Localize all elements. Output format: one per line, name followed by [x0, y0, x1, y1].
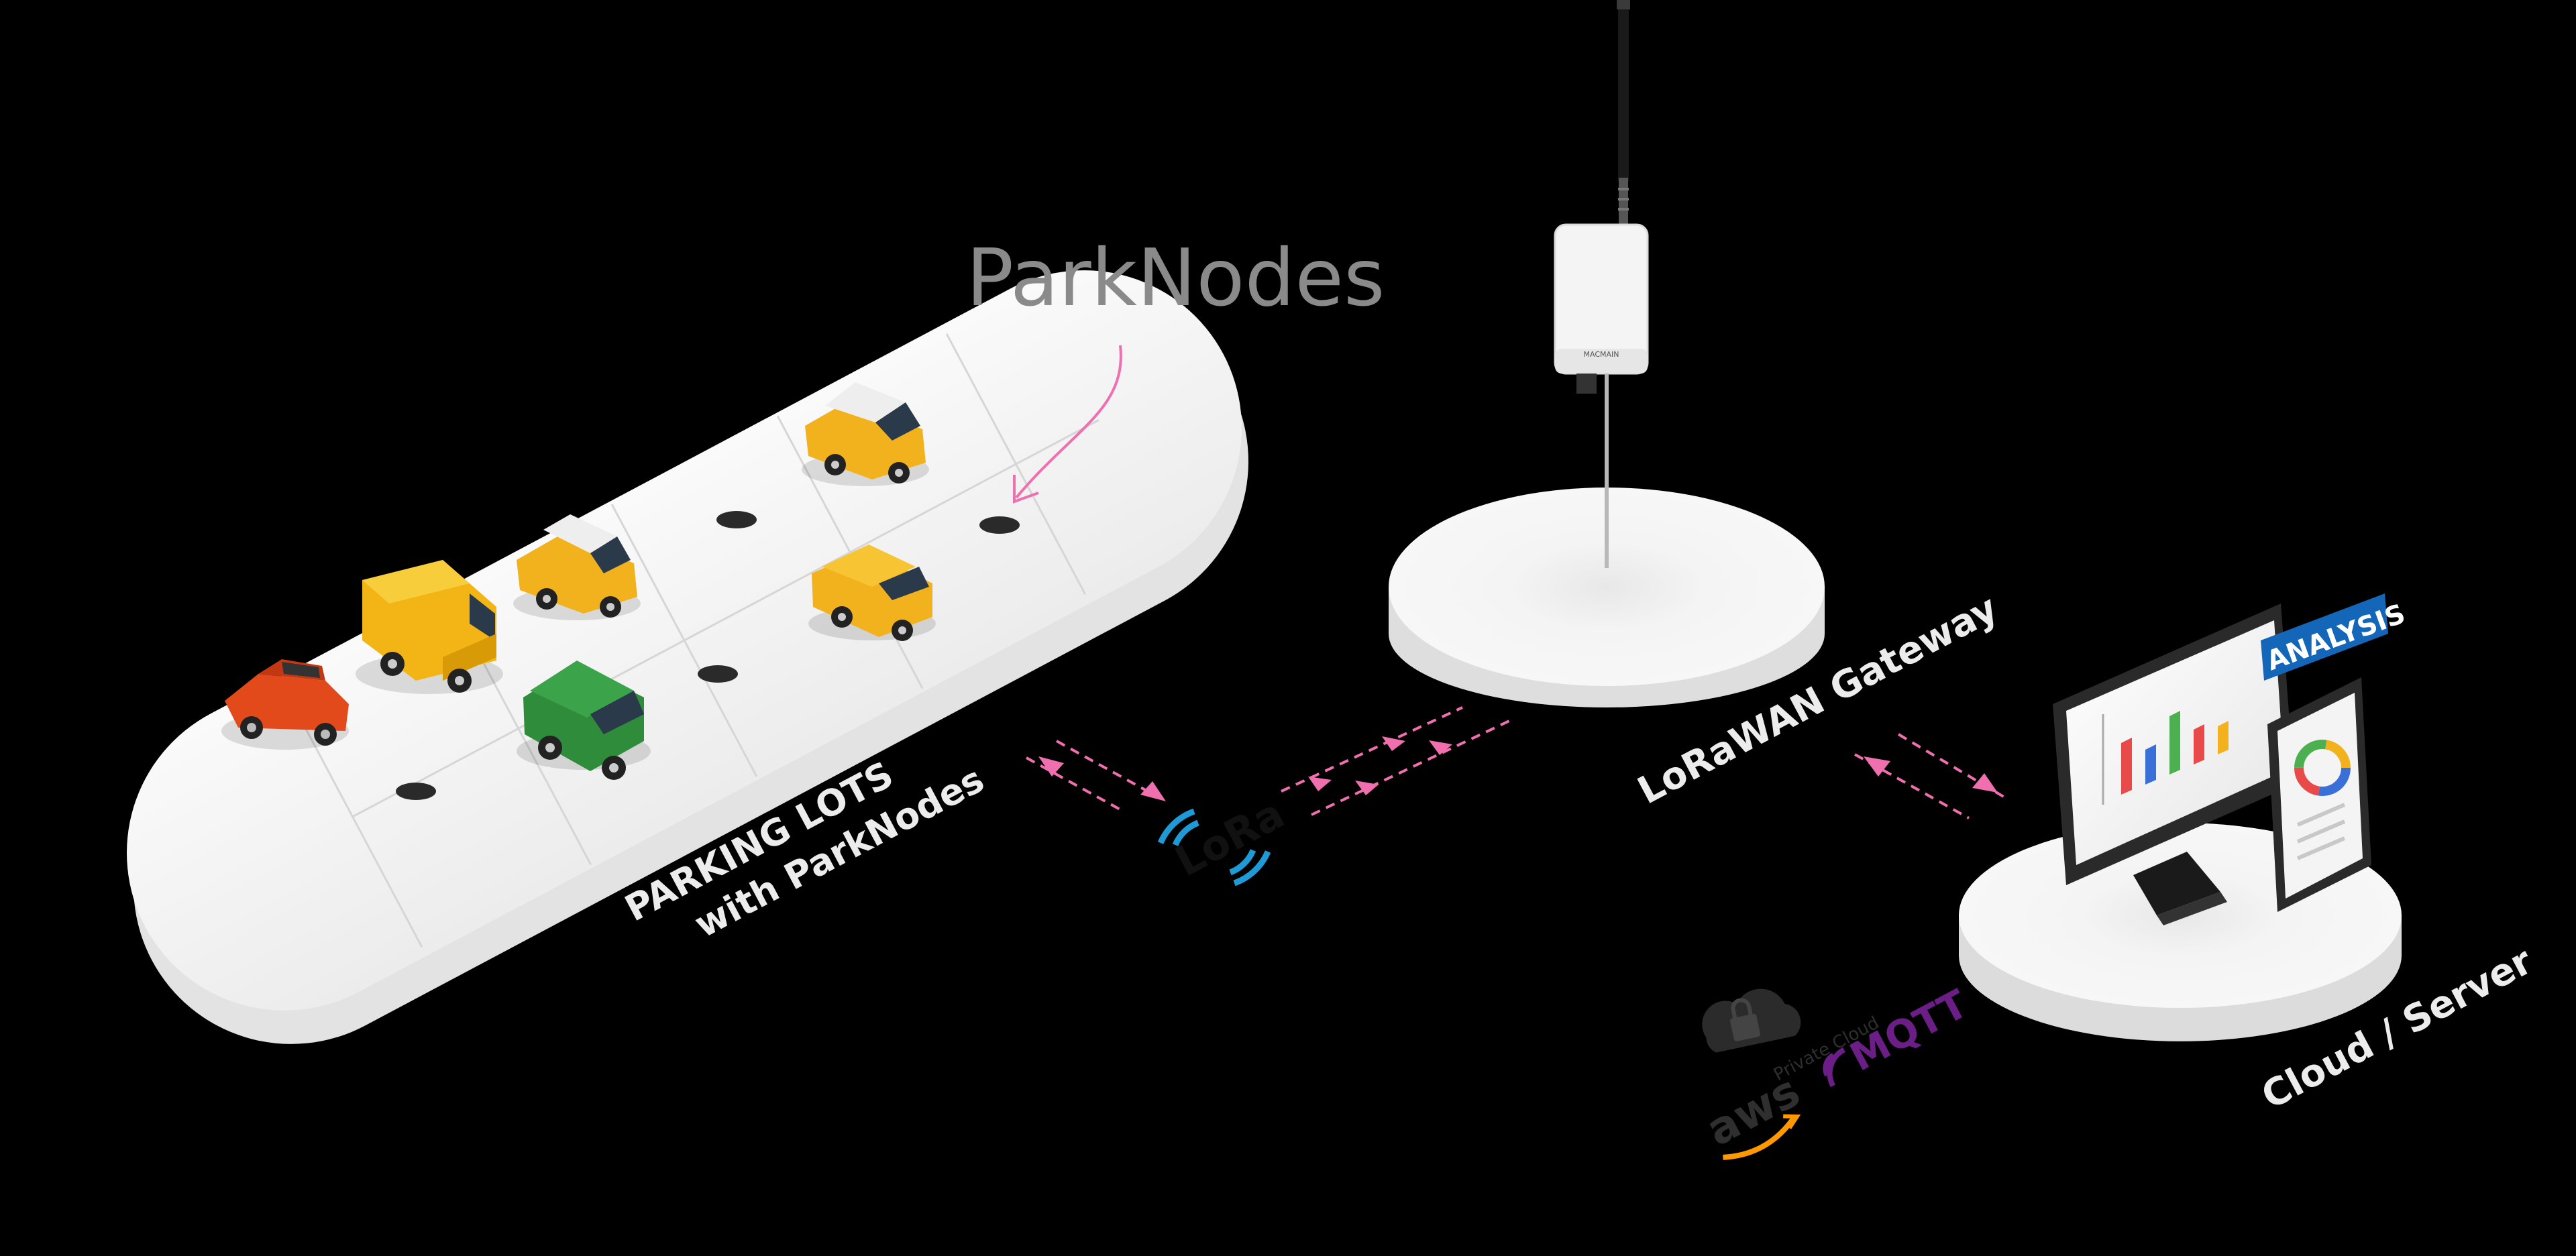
parknode-sensor-icon — [396, 783, 436, 800]
cloud-service-logos: Private Cloud MQTT aws — [1698, 980, 1976, 1160]
lora-link-left — [1026, 740, 1155, 813]
car-icon — [221, 659, 349, 750]
arrow-head — [1140, 781, 1166, 801]
parknodes-callout: ParkNodes — [966, 231, 1385, 324]
parknode-sensor-icon — [698, 665, 738, 683]
suv-icon — [802, 382, 929, 486]
aws-logo: aws — [1698, 1065, 1808, 1160]
van-icon — [356, 560, 503, 694]
lock-cloud-icon — [1702, 988, 1801, 1053]
arrow-head — [1429, 740, 1452, 755]
mqtt-text: MQTT — [1843, 980, 1976, 1080]
arrow-head — [1308, 777, 1332, 791]
suv-icon — [517, 661, 651, 780]
gateway-platform — [1389, 488, 1825, 707]
arrow-head — [1864, 756, 1890, 777]
suv-icon — [513, 514, 641, 620]
arrow-head — [1972, 773, 1998, 793]
analysis-badge: ANALYSIS — [2261, 593, 2410, 681]
suv-icon — [808, 545, 936, 641]
monitor-icon — [2053, 604, 2294, 925]
parking-lot-platform — [127, 270, 1248, 1044]
tablet-icon — [2267, 677, 2371, 912]
arrow-head — [1382, 736, 1405, 751]
antenna-icon: MACMAIN — [1554, 0, 1649, 568]
callout-arrow — [1015, 345, 1122, 499]
lora-logo: LoRa — [1157, 789, 1292, 886]
parknode-sensor-icon — [716, 511, 757, 528]
lora-text: LoRa — [1167, 789, 1292, 886]
arrow-head — [1038, 756, 1064, 777]
parknode-sensors — [396, 511, 1020, 800]
device-brand: MACMAIN — [1584, 350, 1619, 359]
lora-link-right — [1281, 706, 1510, 816]
arrow-head — [1355, 781, 1379, 795]
parknode-sensor-icon — [979, 516, 1020, 534]
bar-chart-graphic — [2102, 711, 2229, 805]
